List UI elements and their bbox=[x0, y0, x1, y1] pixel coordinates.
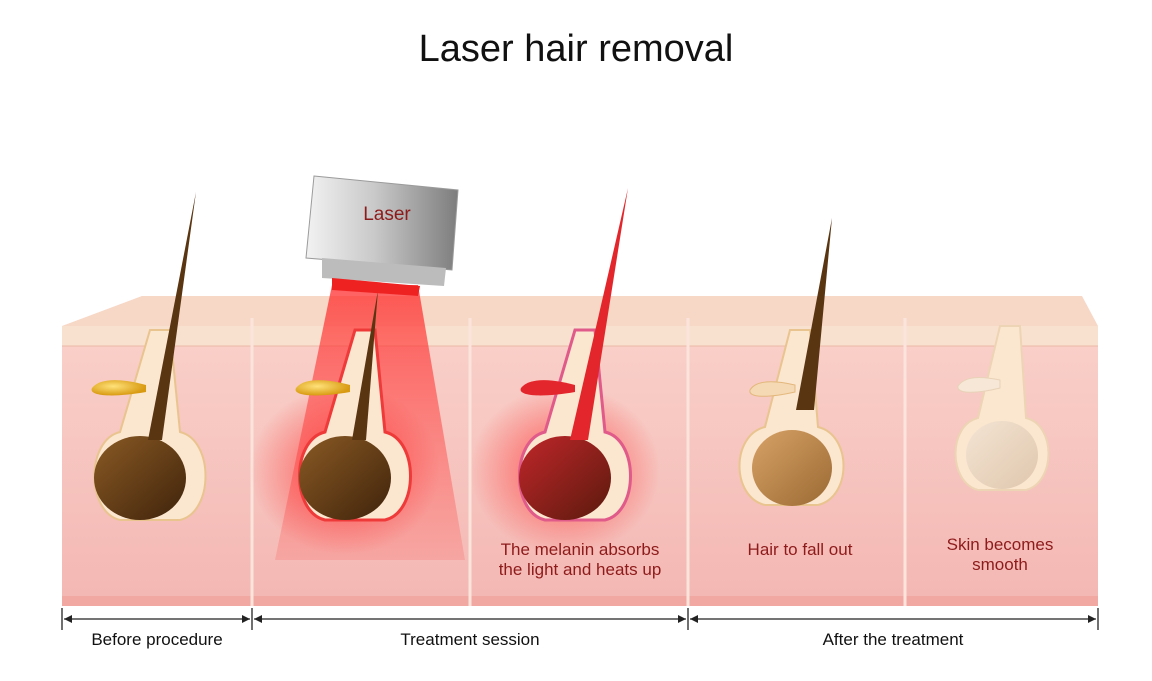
follicle-stage-melanin bbox=[470, 188, 660, 555]
follicle-stage-laser bbox=[250, 285, 465, 560]
follicle-stage-fall-out bbox=[738, 218, 845, 506]
phase-label-before: Before procedure bbox=[91, 630, 223, 649]
diagram-title: Laser hair removal bbox=[418, 28, 734, 70]
follicle-stage-before bbox=[91, 192, 207, 521]
caption-smooth: Skin becomes smooth bbox=[946, 535, 1054, 574]
phase-label-treatment: Treatment session bbox=[400, 630, 540, 649]
phase-label-after: After the treatment bbox=[822, 630, 964, 649]
caption-fall-out: Hair to fall out bbox=[747, 540, 853, 559]
follicle-stage-smooth bbox=[954, 325, 1050, 491]
laser-device-icon bbox=[305, 175, 459, 296]
phase-timeline bbox=[61, 608, 1099, 630]
caption-melanin: The melanin absorbs the light and heats … bbox=[498, 540, 662, 579]
laser-label: Laser bbox=[363, 204, 411, 225]
